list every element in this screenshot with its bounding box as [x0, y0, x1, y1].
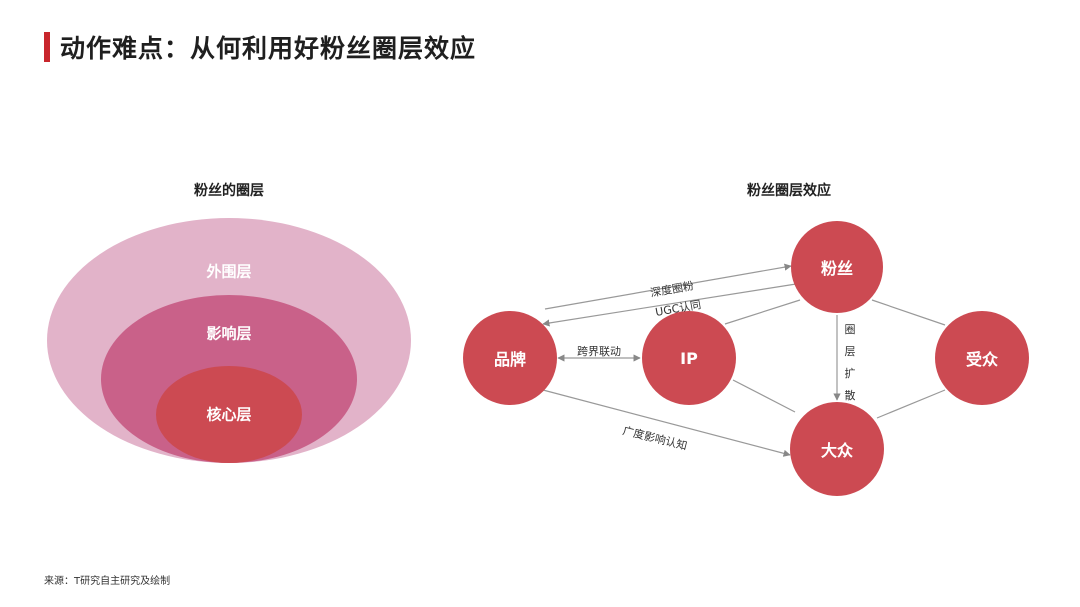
edge-fans-audience: [871, 299, 946, 326]
edge-label-spread: 圈 层 扩 散: [843, 319, 857, 407]
node-ip: IP: [642, 311, 736, 405]
fan-layers-title: 粉丝的圈层: [194, 183, 264, 199]
spread-char: 层: [844, 345, 856, 358]
edge-audience-public: [876, 389, 946, 419]
page-title: 动作难点：从何利用好粉丝圈层效应: [60, 34, 477, 63]
edge-brand-to-public: [542, 389, 791, 457]
spread-char: 圈: [844, 323, 856, 336]
title-accent-bar: [44, 32, 50, 62]
node-audience: 受众: [935, 311, 1029, 405]
core-layer-label: 核心层: [206, 405, 252, 424]
middle-layer-label: 影响层: [206, 324, 252, 343]
edge-label-crossover: 跨界联动: [577, 345, 621, 358]
edge-brand-to-fans: [544, 263, 792, 310]
node-public: 大众: [790, 402, 884, 496]
spread-char: 散: [844, 389, 856, 402]
core-layer-ellipse: [156, 366, 302, 463]
node-brand: 品牌: [463, 311, 557, 405]
fan-effect-title: 粉丝圈层效应: [747, 183, 831, 199]
edge-fans-to-brand: [542, 283, 797, 327]
edge-ip-fans: [724, 299, 801, 325]
outer-layer-label: 外围层: [206, 262, 252, 281]
source-note: 来源：T研究自主研究及绘制: [44, 576, 171, 587]
edge-ip-public: [732, 379, 796, 413]
spread-char: 扩: [844, 367, 856, 380]
node-fans: 粉丝: [791, 221, 883, 313]
